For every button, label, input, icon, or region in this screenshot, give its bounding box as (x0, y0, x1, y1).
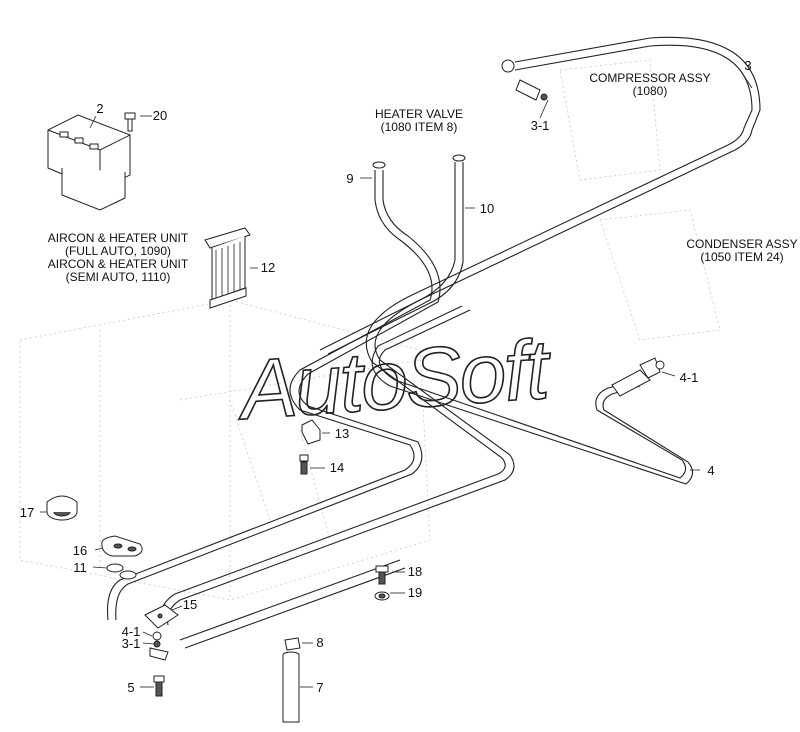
callout-12: 12 (261, 260, 275, 275)
plate-part-15 (144, 604, 179, 629)
fitting-lower (149, 631, 169, 661)
bolt-part-5 (153, 675, 165, 697)
screw-part-20 (124, 112, 136, 132)
compressor-fitting (501, 59, 548, 101)
callout-11: 11 (73, 560, 87, 575)
aircon-unit-full-ref: (FULL AUTO, 1090) (65, 244, 171, 258)
callout-9: 9 (346, 171, 353, 186)
plate-part-16 (101, 535, 143, 557)
callout-18: 18 (408, 564, 422, 579)
callout-14: 14 (330, 460, 344, 475)
callout-3: 3 (744, 58, 751, 73)
aircon-unit-full-label: AIRCON & HEATER UNIT (48, 231, 189, 245)
callout-4-1-left: 4-1 (122, 624, 141, 639)
aircon-unit-semi-ref: (SEMI AUTO, 1110) (66, 270, 171, 284)
callout-3-1-top: 3-1 (531, 118, 550, 133)
bolt-part-18 (375, 565, 389, 585)
heater-valve-ref: (1080 ITEM 8) (381, 120, 458, 134)
leader-lines (40, 69, 753, 688)
callout-5: 5 (127, 680, 134, 695)
callout-10: 10 (480, 201, 494, 216)
callout-20: 20 (153, 108, 167, 123)
callout-4: 4 (707, 463, 714, 478)
compressor-ref: (1080) (633, 84, 668, 98)
component-labels: COMPRESSOR ASSY (1080) HEATER VALVE (108… (48, 71, 798, 284)
compressor-label: COMPRESSOR ASSY (589, 71, 710, 85)
grommet-part-11 (106, 563, 137, 580)
callout-17: 17 (20, 505, 34, 520)
ghost-outlines (19, 59, 721, 601)
condenser-fitting (611, 357, 665, 397)
callout-8: 8 (316, 635, 323, 650)
heater-valve-label: HEATER VALVE (375, 107, 463, 121)
callout-4-1-right: 4-1 (680, 370, 699, 385)
callout-numbers: 2 20 3 3-1 9 10 12 13 14 4-1 4 17 16 11 … (20, 58, 752, 695)
aircon-unit-semi-label: AIRCON & HEATER UNIT (48, 257, 189, 271)
refrigerant-lines (106, 36, 761, 649)
washer-part-19 (374, 591, 390, 601)
harness-part-12 (204, 227, 251, 309)
heater-valve-ends (372, 154, 466, 169)
callout-15: 15 (183, 597, 197, 612)
callout-7: 7 (316, 680, 323, 695)
callout-3-1-left: 3-1 (122, 636, 141, 651)
drain-hose-part-7 (282, 651, 300, 723)
grommet-part-17 (46, 495, 78, 521)
callout-2: 2 (96, 101, 103, 116)
callout-13: 13 (335, 426, 349, 441)
control-panel (47, 114, 131, 211)
condenser-label: CONDENSER ASSY (686, 237, 797, 251)
bolt-part-14 (299, 454, 309, 475)
callout-16: 16 (73, 543, 87, 558)
condenser-ref: (1050 ITEM 24) (700, 250, 783, 264)
bracket-part-13 (301, 419, 321, 445)
callout-19: 19 (408, 585, 422, 600)
clamp-part-8 (284, 637, 301, 651)
